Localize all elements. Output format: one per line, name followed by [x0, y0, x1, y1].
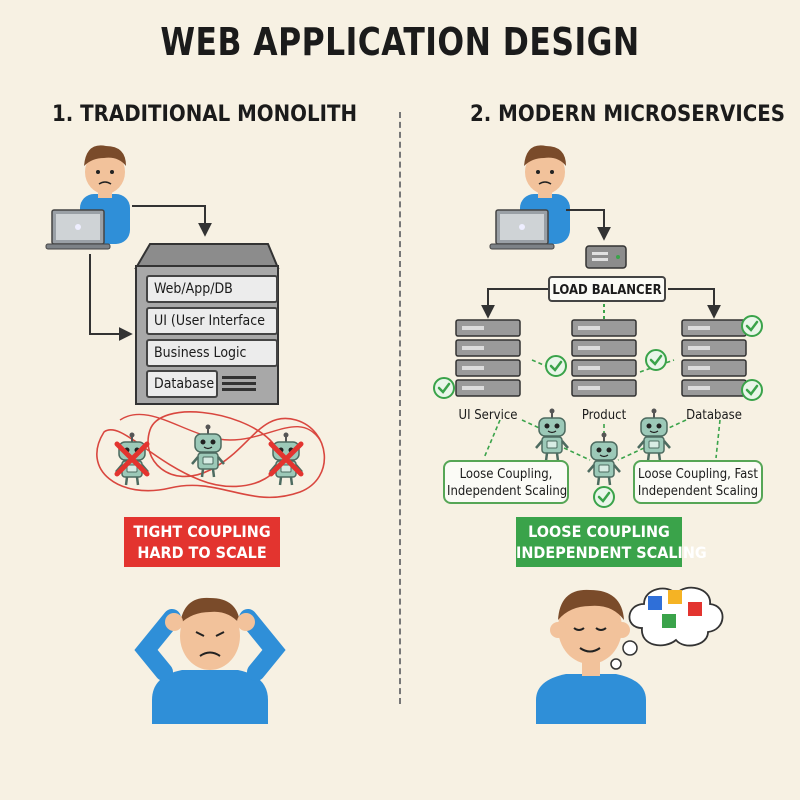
arrow-user-to-monolith [132, 205, 212, 237]
callout-right: Loose Coupling, Fast Independent Scaling [633, 460, 763, 504]
check-icon [644, 348, 668, 372]
arrow-user-to-balancer [566, 209, 611, 241]
section-title-monolith: 1. TRADITIONAL MONOLITH [52, 102, 358, 127]
tight-coupling-banner: TIGHT COUPLING HARD TO SCALE [124, 517, 280, 567]
monolith-layer-ui: UI (User Interface [146, 307, 278, 335]
server-product-icon [571, 319, 637, 397]
arrow-user-to-ui-layer [89, 254, 133, 341]
calm-person-icon [536, 589, 646, 724]
stressed-person-icon [134, 597, 286, 724]
banner-line: TIGHT COUPLING [133, 522, 271, 541]
banner-line: HARD TO SCALE [137, 543, 267, 562]
monolith-layer-database: Database [146, 370, 218, 398]
page-title: WEB APPLICATION DESIGN [160, 20, 640, 64]
monolith-layer-business-logic: Business Logic [146, 339, 278, 367]
banner-line: INDEPENDENT SCALING [516, 543, 707, 562]
callout-line: Loose Coupling, [459, 467, 553, 482]
loose-coupling-banner: LOOSE COUPLING INDEPENDENT SCALING [516, 517, 707, 567]
thought-bubble-icon [610, 586, 724, 670]
robot-icon [586, 431, 622, 487]
load-balancer-device-icon [585, 245, 627, 269]
load-balancer-label: LOAD BALANCER [548, 276, 666, 302]
arrow-balancer-to-database [668, 288, 721, 319]
callout-line: Independent Scaling [447, 484, 568, 499]
check-icon [740, 314, 764, 338]
x-mark-icon [114, 441, 150, 477]
check-icon [740, 378, 764, 402]
banner-line: LOOSE COUPLING [528, 522, 670, 541]
tangled-robots [96, 411, 326, 499]
check-icon [432, 376, 456, 400]
service-label-product: Product [581, 408, 627, 423]
user-with-laptop-left-icon [45, 145, 130, 250]
server-ui-service-icon [455, 319, 521, 397]
service-label-ui: UI Service [458, 408, 518, 423]
server-database-icon [681, 319, 747, 397]
monolith-layer-webappdb: Web/App/DB [146, 275, 278, 303]
user-with-laptop-right-icon [489, 145, 570, 250]
x-mark-icon [268, 441, 304, 477]
service-label-database: Database [686, 408, 742, 423]
callout-line: Loose Coupling, Fast [638, 467, 758, 482]
section-divider [399, 112, 401, 704]
check-icon [592, 485, 616, 509]
arrow-balancer-to-ui-service [481, 288, 548, 319]
check-icon [544, 354, 568, 378]
callout-line: Independent Scaling [637, 484, 759, 499]
callout-left: Loose Coupling, Independent Scaling [443, 460, 569, 504]
section-title-microservices: 2. MODERN MICROSERVICES [470, 102, 786, 127]
